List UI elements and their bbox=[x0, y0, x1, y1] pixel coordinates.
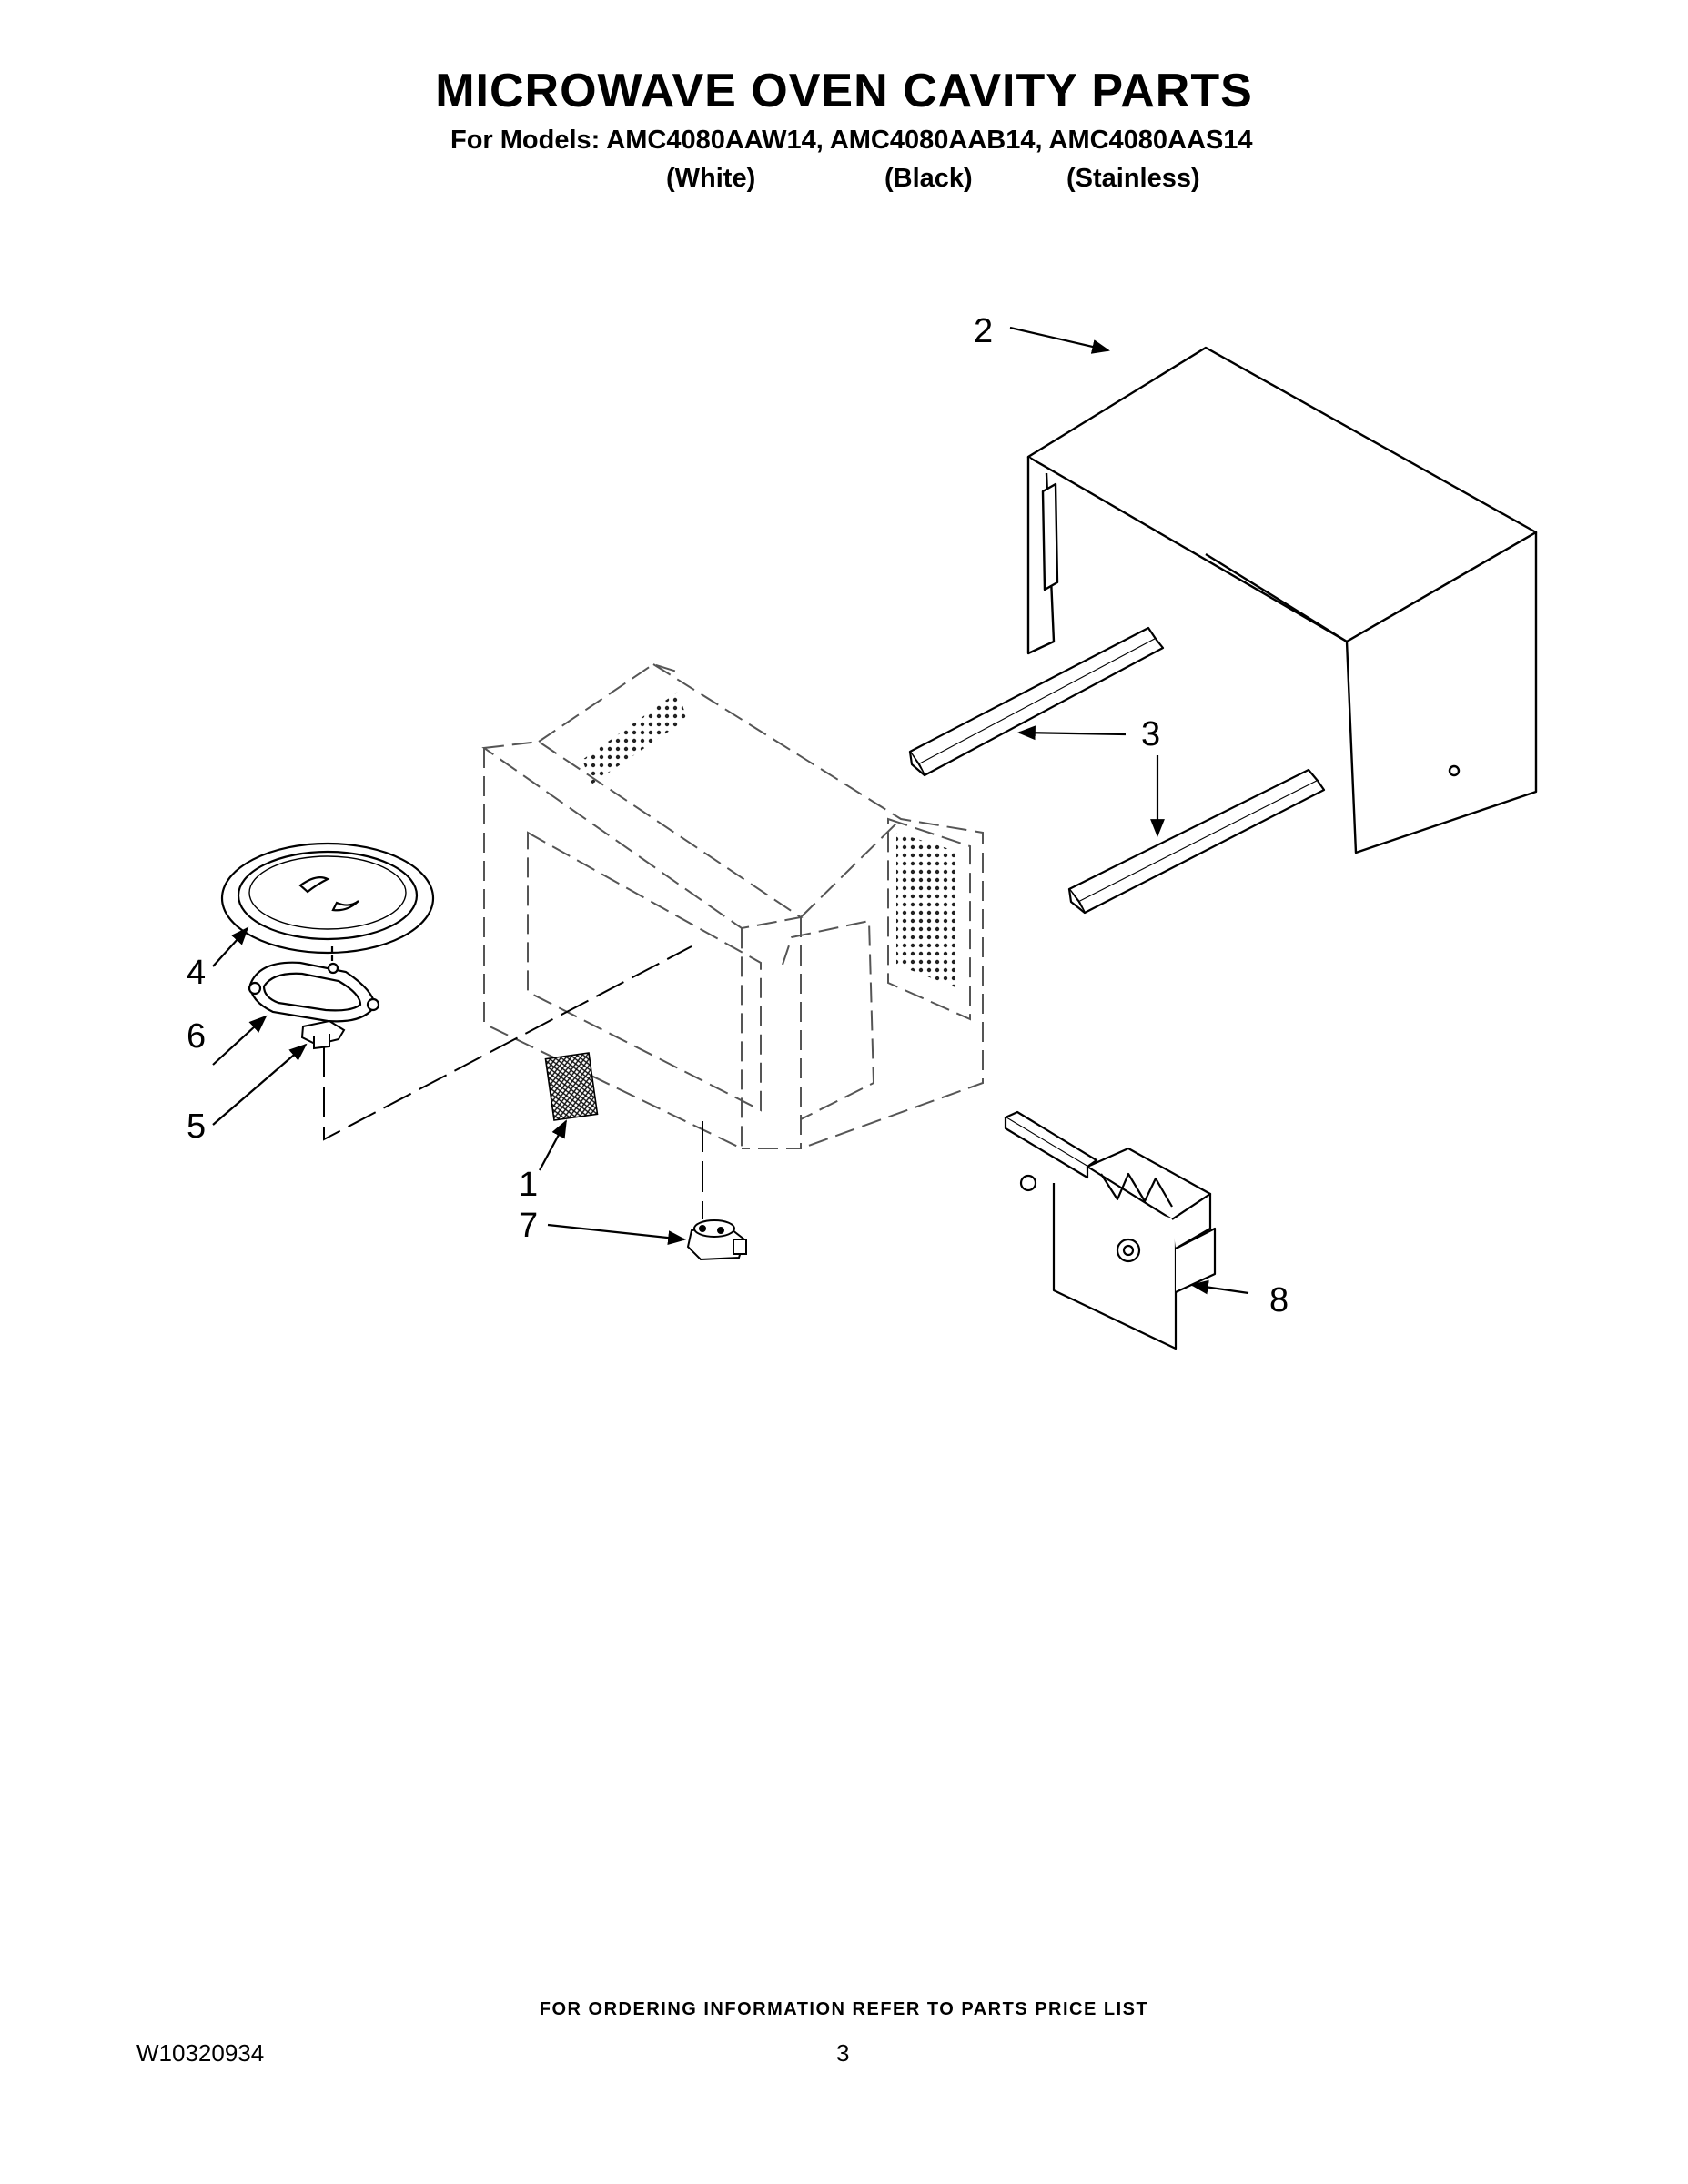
ordering-note: FOR ORDERING INFORMATION REFER TO PARTS … bbox=[539, 1999, 1149, 2019]
callout-3: 3 bbox=[1141, 715, 1161, 753]
page-number: 3 bbox=[836, 2039, 850, 2067]
callout-1: 1 bbox=[519, 1166, 539, 1204]
page-title: MICROWAVE OVEN CAVITY PARTS bbox=[435, 65, 1253, 117]
rail-upper-part bbox=[908, 626, 1165, 777]
callout-7: 7 bbox=[519, 1207, 539, 1245]
coupler-part bbox=[300, 1019, 346, 1050]
turntable-motor-part bbox=[686, 1219, 747, 1261]
roller-ring-part bbox=[248, 946, 380, 1023]
color-black: (Black) bbox=[884, 164, 973, 193]
outer-wrapper-part bbox=[1026, 346, 1538, 854]
models-line: For Models: AMC4080AAW14, AMC4080AAB14, … bbox=[450, 126, 1253, 155]
control-bracket-part bbox=[1004, 1110, 1217, 1350]
callout-6: 6 bbox=[187, 1017, 207, 1056]
vent-holes bbox=[582, 692, 955, 987]
color-white: (White) bbox=[666, 164, 756, 193]
turntable-tray-part bbox=[220, 842, 435, 955]
color-stainless: (Stainless) bbox=[1066, 164, 1200, 193]
callout-4: 4 bbox=[187, 954, 207, 992]
callout-8: 8 bbox=[1269, 1281, 1289, 1320]
callout-arrows bbox=[212, 326, 1249, 1295]
callout-5: 5 bbox=[187, 1107, 207, 1146]
alignment-line bbox=[323, 945, 703, 1219]
callout-2: 2 bbox=[974, 312, 994, 350]
oven-cavity-outline bbox=[481, 662, 984, 1150]
rail-lower-part bbox=[1067, 768, 1326, 915]
waveguide-cover-part bbox=[544, 1052, 599, 1121]
document-id: W10320934 bbox=[136, 2039, 265, 2067]
